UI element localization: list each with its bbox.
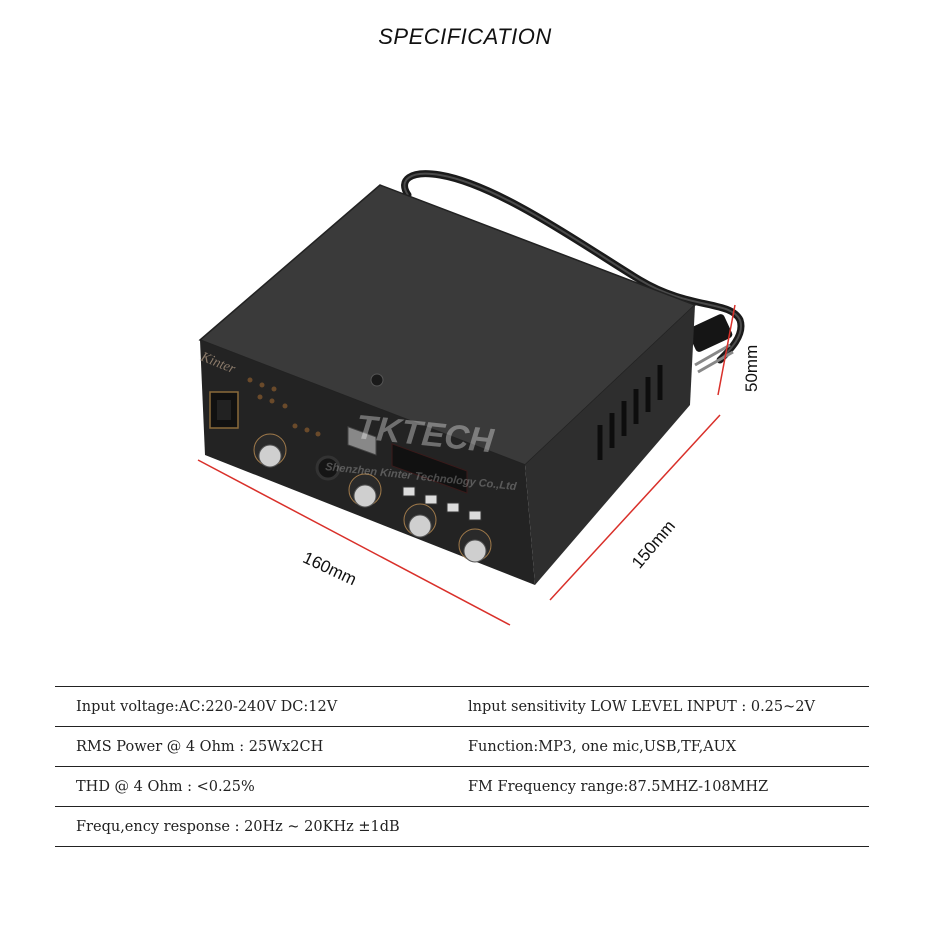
control-buttons (402, 486, 482, 521)
spec-cell: lnput sensitivity LOW LEVEL INPUT : 0.25… (468, 698, 815, 715)
usb-port (347, 426, 377, 456)
spec-cell: FM Frequency range:87.5MHZ-108MHZ (468, 778, 769, 795)
specification-table: Input voltage:AC:220-240V DC:12V lnput s… (55, 686, 869, 847)
spec-row: Input voltage:AC:220-240V DC:12V lnput s… (55, 687, 869, 727)
led-indicators (247, 377, 321, 437)
side-vents (597, 365, 663, 460)
chassis-top (200, 185, 695, 465)
display (391, 443, 468, 494)
amplifier-product-image: Kinter TKTECH Shenzhen Kinter Technology… (197, 170, 745, 626)
spec-cell: Function:MP3, one mic,USB,TF,AUX (468, 738, 737, 755)
spec-cell: Input voltage:AC:220-240V DC:12V (76, 698, 338, 715)
screw (370, 373, 384, 387)
spec-row: Frequ,ency response : 20Hz ~ 20KHz ±1dB (55, 807, 869, 847)
spec-row: THD @ 4 Ohm : <0.25% FM Frequency range:… (55, 767, 869, 807)
spec-cell: THD @ 4 Ohm : <0.25% (76, 778, 255, 795)
volume-knobs (253, 433, 492, 563)
height-dimension-line (717, 304, 736, 396)
depth-dimension-line (549, 414, 721, 601)
page-title: SPECIFICATION (378, 24, 552, 49)
spec-cell: Frequ,ency response : 20Hz ~ 20KHz ±1dB (76, 818, 400, 835)
chassis-front (200, 340, 535, 585)
power-plug (687, 314, 734, 374)
power-cord-inner (403, 172, 742, 361)
width-dimension-line (197, 459, 511, 626)
spec-row: RMS Power @ 4 Ohm : 25Wx2CH Function:MP3… (55, 727, 869, 767)
height-dimension-label: 50mm (742, 344, 761, 392)
mic-jack (315, 455, 341, 481)
spec-cell: RMS Power @ 4 Ohm : 25Wx2CH (76, 738, 324, 755)
